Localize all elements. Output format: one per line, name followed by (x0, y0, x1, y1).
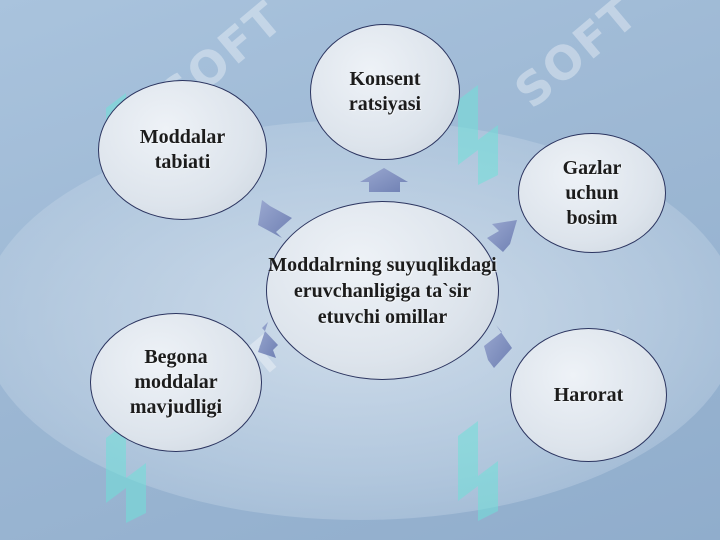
center-node-label: Moddalrning suyuqlikdagi eruvchanligiga … (268, 253, 497, 328)
arrow-to-factor-1 (360, 168, 408, 192)
factor-node-harorat: Harorat (510, 328, 667, 462)
arrow-to-factor-4 (258, 322, 278, 358)
factor-label: Harorat (553, 383, 624, 406)
arrow-to-factor-3 (484, 325, 512, 368)
center-node: Moddalrning suyuqlikdagi eruvchanligiga … (266, 201, 499, 380)
arrow-to-factor-5 (258, 200, 292, 238)
watermark-logo-icon (458, 421, 498, 521)
factor-label: Gazlar uchun bosim (562, 156, 622, 229)
watermark-logo-icon (106, 423, 146, 523)
factor-node-gazlar-uchun-bosim: Gazlar uchun bosim (518, 133, 666, 253)
factor-label: Moddalar tabiati (139, 126, 226, 173)
factor-node-begona-moddalar: Begona moddalar mavjudligi (90, 313, 262, 452)
factor-node-konsentratsiyasi: Konsent ratsiyasi (310, 24, 460, 160)
factor-node-moddalar-tabiati: Moddalar tabiati (98, 80, 267, 220)
factor-label: Konsent ratsiyasi (348, 68, 422, 115)
watermark-logo-icon (458, 85, 498, 185)
arrow-to-factor-2 (487, 220, 517, 252)
factor-label: Begona moddalar mavjudligi (129, 346, 223, 418)
